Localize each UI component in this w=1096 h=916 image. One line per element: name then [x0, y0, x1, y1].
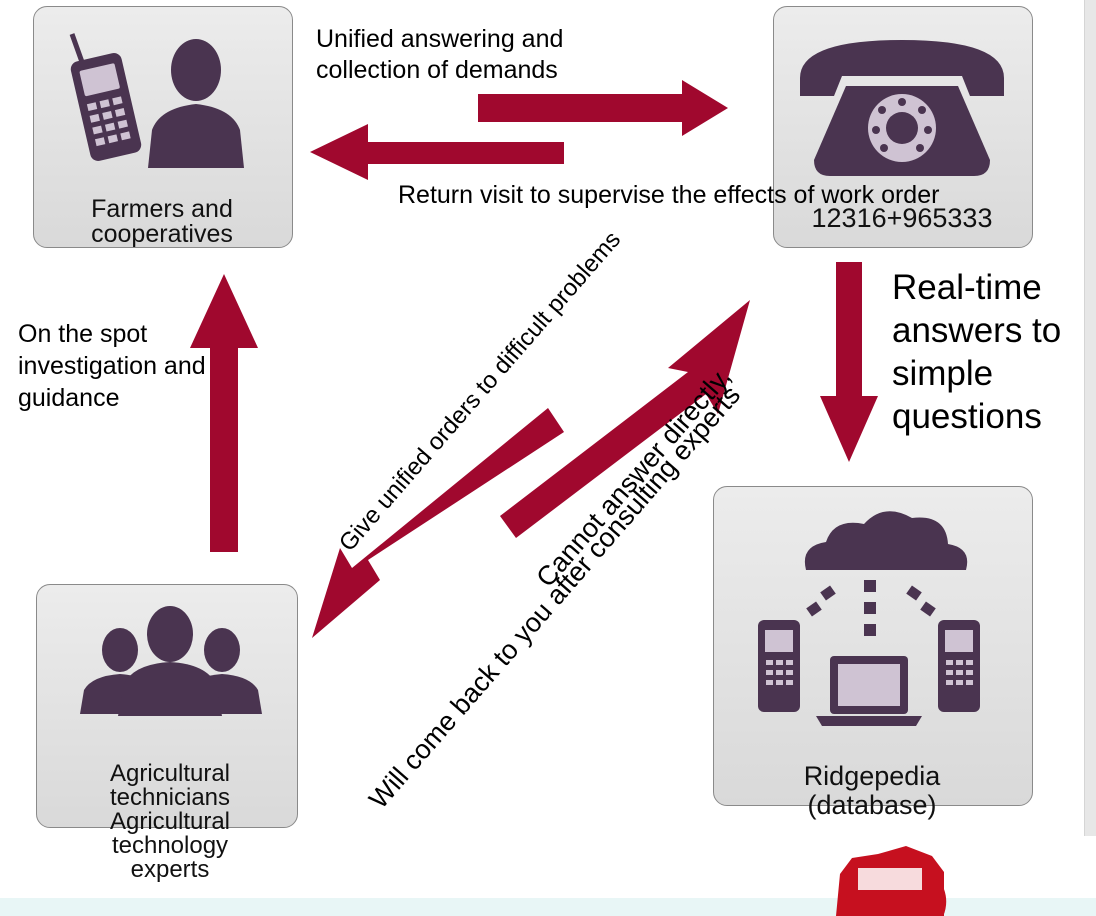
bottom-bar: [0, 898, 1096, 916]
on-the-spot-label: On the spot investigation and guidance: [18, 320, 206, 412]
hotline-label: 12316+965333: [811, 203, 993, 233]
logo-badge-icon: [836, 846, 947, 916]
people-group-icon: [80, 606, 262, 716]
arrow-on-the-spot: [190, 274, 258, 552]
arrow-return-visit: [310, 124, 564, 180]
technicians-label: Agricultural technicians Agricultural te…: [109, 760, 231, 883]
arrow-unified-answering: [478, 80, 728, 136]
arrow-realtime: [820, 262, 878, 462]
arrow-give-orders: [312, 408, 564, 638]
arrows: [190, 80, 878, 638]
arrow-cannot-answer: [500, 300, 750, 538]
rotary-telephone-icon: [800, 40, 1004, 176]
realtime-answers-label: Real-time answers to simple questions: [892, 268, 1062, 436]
mobile-phone-person-icon: [69, 33, 244, 168]
cloud-network-icon: [758, 511, 980, 726]
scrollbar-track: [1084, 0, 1096, 836]
return-visit-label: Return visit to supervise the effects of…: [398, 181, 940, 209]
ridgepedia-label: Ridgepedia (database): [803, 761, 941, 820]
unified-answering-label: Unified answering and collection of dema…: [316, 25, 564, 84]
farmers-label: Farmers and cooperatives: [91, 195, 233, 248]
